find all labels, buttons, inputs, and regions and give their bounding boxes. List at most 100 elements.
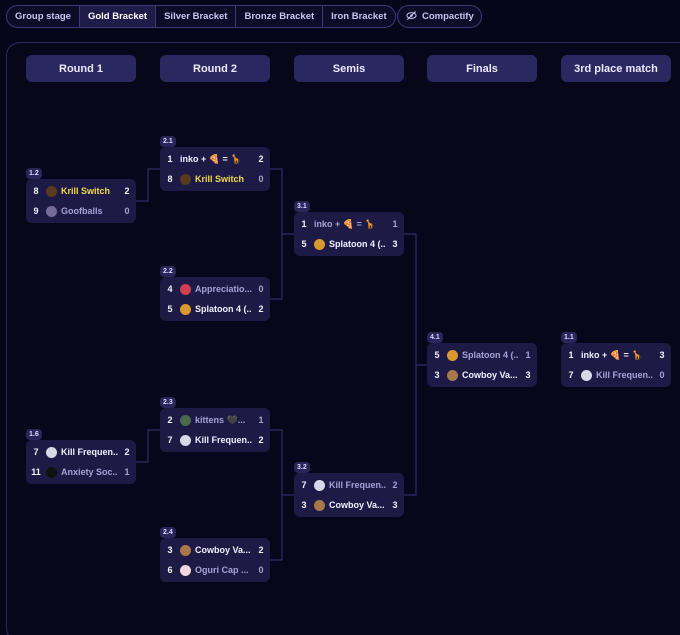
team-seed: 5 [167, 304, 173, 314]
match-number: 1.2 [26, 168, 42, 179]
team-name: kittens 🖤... [195, 414, 246, 425]
team-seed: 6 [167, 565, 173, 575]
team-name: Cowboy Va... [195, 545, 251, 555]
match-number: 1.1 [561, 332, 577, 343]
tab-bronze-bracket[interactable]: Bronze Bracket [236, 6, 324, 27]
match-card: 4 Appreciatio... 0 5 Splatoon 4 (... 2 [160, 277, 270, 321]
match-2-4[interactable]: 2.4 3 Cowboy Va... 2 6 Oguri Cap ... 0 [160, 527, 270, 582]
match-2-3[interactable]: 2.3 2 kittens 🖤... 1 7 Kill Frequen... 2 [160, 397, 270, 452]
team-row[interactable]: 1 inko + 🍕 = 🦒 3 [561, 345, 671, 365]
match-2-2[interactable]: 2.2 4 Appreciatio... 0 5 Splatoon 4 (...… [160, 266, 270, 321]
match-1-2[interactable]: 1.2 8 Krill Switch 2 9 Goofballs 0 [26, 168, 136, 223]
team-name: Krill Switch [195, 174, 245, 184]
team-avatar-icon [581, 369, 592, 381]
eye-off-icon [406, 10, 417, 24]
compactify-label: Compactify [422, 11, 474, 22]
bracket-panel [6, 42, 680, 635]
team-name: Kill Frequen... [195, 435, 252, 445]
tab-group-stage[interactable]: Group stage [7, 6, 80, 27]
team-avatar-icon [314, 479, 325, 491]
team-seed: 4 [167, 284, 173, 294]
team-row[interactable]: 5 Splatoon 4 (... 2 [160, 299, 270, 319]
team-row[interactable]: 7 Kill Frequen... 2 [294, 475, 404, 495]
team-row[interactable]: 7 Kill Frequen... 2 [160, 430, 270, 450]
match-card: 8 Krill Switch 2 9 Goofballs 0 [26, 179, 136, 223]
round-header-round-1: Round 1 [26, 55, 136, 82]
team-avatar-icon [314, 238, 325, 250]
team-score: 1 [392, 219, 398, 229]
team-avatar-icon [314, 499, 325, 511]
round-header-finals: Finals [427, 55, 537, 82]
tab-silver-bracket[interactable]: Silver Bracket [156, 6, 237, 27]
team-row[interactable]: 4 Appreciatio... 0 [160, 279, 270, 299]
team-seed: 7 [167, 435, 173, 445]
match-card: 7 Kill Frequen... 2 3 Cowboy Va... 3 [294, 473, 404, 517]
team-avatar-icon [180, 414, 191, 426]
tab-iron-bracket[interactable]: Iron Bracket [331, 11, 387, 22]
match-number: 2.3 [160, 397, 176, 408]
team-score: 2 [392, 480, 398, 490]
team-row[interactable]: 8 Krill Switch 0 [160, 169, 270, 189]
team-row[interactable]: 3 Cowboy Va... 2 [160, 540, 270, 560]
team-seed: 11 [31, 467, 41, 477]
team-name: Splatoon 4 (... [195, 304, 252, 314]
team-row[interactable]: 7 Kill Frequen... 0 [561, 365, 671, 385]
match-3-2[interactable]: 3.2 7 Kill Frequen... 2 3 Cowboy Va... 3 [294, 462, 404, 517]
match-1-1[interactable]: 1.1 1 inko + 🍕 = 🦒 3 7 Kill Frequen... 0 [561, 332, 671, 387]
match-1-6[interactable]: 1.6 7 Kill Frequen... 2 11 Anxiety Soc..… [26, 429, 136, 484]
team-row[interactable]: 11 Anxiety Soc... 1 [26, 462, 136, 482]
team-row[interactable]: 7 Kill Frequen... 2 [26, 442, 136, 462]
team-row[interactable]: 2 kittens 🖤... 1 [160, 410, 270, 430]
team-avatar-icon [447, 369, 458, 381]
team-score: 2 [258, 154, 264, 164]
team-row[interactable]: 3 Cowboy Va... 3 [427, 365, 537, 385]
round-header-round-2: Round 2 [160, 55, 270, 82]
team-seed: 7 [301, 480, 307, 490]
team-seed: 7 [568, 370, 574, 380]
tab-gold-bracket[interactable]: Gold Bracket [79, 6, 157, 27]
match-card: 1 inko + 🍕 = 🦒 3 7 Kill Frequen... 0 [561, 343, 671, 387]
match-card: 1 inko + 🍕 = 🦒 2 8 Krill Switch 0 [160, 147, 270, 191]
team-name: Goofballs [61, 206, 103, 216]
team-seed: 1 [167, 154, 173, 164]
team-row[interactable]: 6 Oguri Cap ... 0 [160, 560, 270, 580]
match-card: 7 Kill Frequen... 2 11 Anxiety Soc... 1 [26, 440, 136, 484]
match-number: 3.2 [294, 462, 310, 473]
team-name: Krill Switch [61, 186, 111, 196]
team-name: Splatoon 4 (... [462, 350, 519, 360]
team-row[interactable]: 1 inko + 🍕 = 🦒 2 [160, 149, 270, 169]
team-row[interactable]: 3 Cowboy Va... 3 [294, 495, 404, 515]
match-number: 1.6 [26, 429, 42, 440]
team-row[interactable]: 8 Krill Switch 2 [26, 181, 136, 201]
team-avatar-icon [180, 283, 191, 295]
team-score: 2 [258, 304, 264, 314]
team-avatar-icon [46, 466, 57, 478]
team-score: 1 [124, 467, 130, 477]
match-card: 1 inko + 🍕 = 🦒 1 5 Splatoon 4 (... 3 [294, 212, 404, 256]
match-3-1[interactable]: 3.1 1 inko + 🍕 = 🦒 1 5 Splatoon 4 (... 3 [294, 201, 404, 256]
compactify-button[interactable]: Compactify [397, 5, 482, 28]
team-row[interactable]: 9 Goofballs 0 [26, 201, 136, 221]
team-seed: 1 [568, 350, 574, 360]
round-header-semis: Semis [294, 55, 404, 82]
team-avatar-icon [46, 446, 57, 458]
team-score: 1 [258, 415, 264, 425]
team-row[interactable]: 5 Splatoon 4 (... 3 [294, 234, 404, 254]
team-name: inko + 🍕 = 🦒 [314, 218, 376, 229]
round-header-3rd-place: 3rd place match [561, 55, 671, 82]
team-name: Kill Frequen... [61, 447, 118, 457]
team-name: inko + 🍕 = 🦒 [180, 153, 242, 164]
match-4-1[interactable]: 4.1 5 Splatoon 4 (... 1 3 Cowboy Va... 3 [427, 332, 537, 387]
match-2-1[interactable]: 2.1 1 inko + 🍕 = 🦒 2 8 Krill Switch 0 [160, 136, 270, 191]
team-seed: 3 [167, 545, 173, 555]
team-row[interactable]: 5 Splatoon 4 (... 1 [427, 345, 537, 365]
team-seed: 2 [167, 415, 173, 425]
team-score: 3 [659, 350, 665, 360]
team-score: 3 [392, 500, 398, 510]
match-number: 2.1 [160, 136, 176, 147]
team-seed: 8 [33, 186, 39, 196]
team-row[interactable]: 1 inko + 🍕 = 🦒 1 [294, 214, 404, 234]
team-seed: 3 [434, 370, 440, 380]
team-avatar-icon [180, 303, 191, 315]
match-card: 2 kittens 🖤... 1 7 Kill Frequen... 2 [160, 408, 270, 452]
